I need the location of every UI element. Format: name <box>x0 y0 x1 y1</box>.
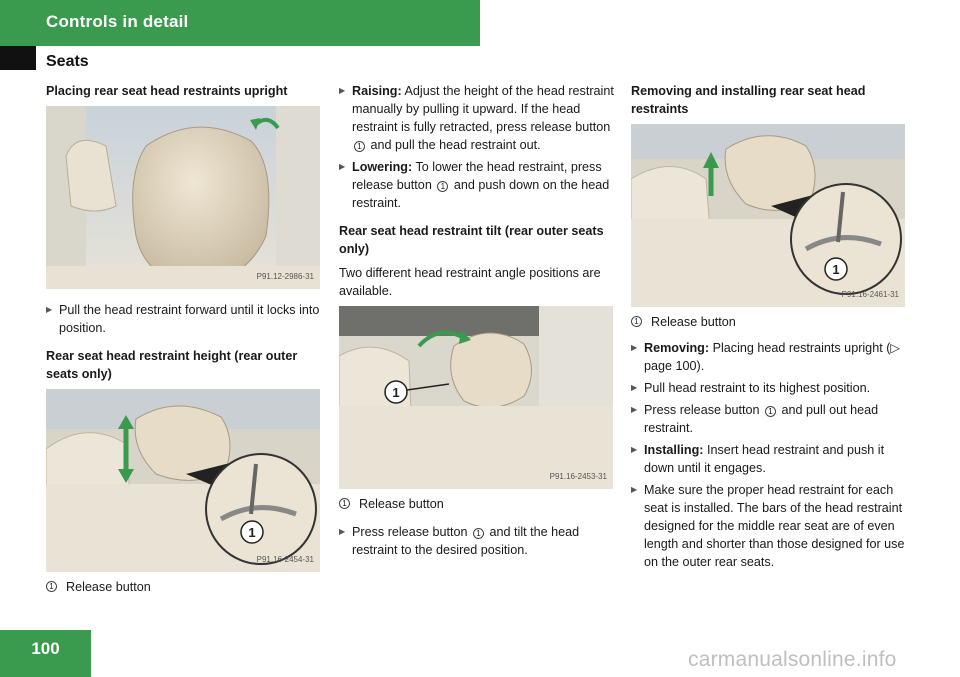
figure-headrest-upright: P91.12-2986-31 <box>46 106 320 289</box>
callout-number: 1 <box>46 581 57 592</box>
callout-number: 1 <box>765 406 777 417</box>
figure-headrest-remove: 1 P91.16-2461-31 <box>631 124 905 307</box>
callout-number: 1 <box>473 528 485 539</box>
figure-headrest-tilt: 1 P91.16-2453-31 <box>339 306 613 489</box>
bullet-pull-forward: Pull the head restraint forward until it… <box>46 301 322 337</box>
page-reference-icon: ▷ <box>890 341 901 355</box>
header-bar <box>0 0 480 46</box>
callout-number: 1 <box>354 141 365 152</box>
bullet-removing: Removing: Placing head restraints uprigh… <box>631 339 907 375</box>
figure-code: P91.12-2986-31 <box>256 272 314 281</box>
caption-release-button: 1 Release button <box>46 578 322 596</box>
heading-placing-upright: Placing rear seat head restraints uprigh… <box>46 84 288 98</box>
bullet-press-tilt: Press release button 1 and tilt the head… <box>339 523 615 559</box>
callout-number: 1 <box>631 316 642 327</box>
caption-release-button: 1 Release button <box>631 313 907 331</box>
section-marker <box>0 46 36 70</box>
bullet-highest-position: Pull head restraint to its highest posit… <box>631 379 907 397</box>
callout-1-label: 1 <box>248 525 255 540</box>
bullet-raising: Raising: Adjust the height of the head r… <box>339 82 615 154</box>
bullet-lowering: Lowering: To lower the head restraint, p… <box>339 158 615 212</box>
figure-code: P91.16-2453-31 <box>549 472 607 481</box>
column-1: Placing rear seat head restraints uprigh… <box>46 82 322 596</box>
heading-height: Rear seat head restraint height (rear ou… <box>46 349 298 381</box>
callout-number: 1 <box>437 181 449 192</box>
heading-remove-install: Removing and installing rear seat head r… <box>631 84 866 116</box>
figure-code: P91.16-2454-31 <box>256 555 314 564</box>
figure-headrest-height: 1 P91.16-2454-31 <box>46 389 320 572</box>
caption-release-button: 1 Release button <box>339 495 615 513</box>
heading-tilt: Rear seat head restraint tilt (rear oute… <box>339 224 604 256</box>
section-title: Seats <box>46 53 89 70</box>
page-number-box <box>0 630 91 677</box>
column-2: Raising: Adjust the height of the head r… <box>339 82 615 559</box>
column-3: Removing and installing rear seat head r… <box>631 82 907 571</box>
callout-1-label: 1 <box>392 385 399 400</box>
bullet-proper-restraint: Make sure the proper head restraint for … <box>631 481 907 571</box>
chapter-title: Controls in detail <box>46 12 189 31</box>
page-number: 100 <box>31 639 60 658</box>
bullet-installing: Installing: Insert head restraint and pu… <box>631 441 907 477</box>
callout-number: 1 <box>339 498 350 509</box>
figure-code: P91.16-2461-31 <box>841 290 899 299</box>
bullet-press-pull-out: Press release button 1 and pull out head… <box>631 401 907 437</box>
watermark: carmanualsonline.info <box>688 648 897 671</box>
callout-1-label: 1 <box>832 262 839 277</box>
paragraph-angle-positions: Two different head restraint angle posit… <box>339 266 601 298</box>
